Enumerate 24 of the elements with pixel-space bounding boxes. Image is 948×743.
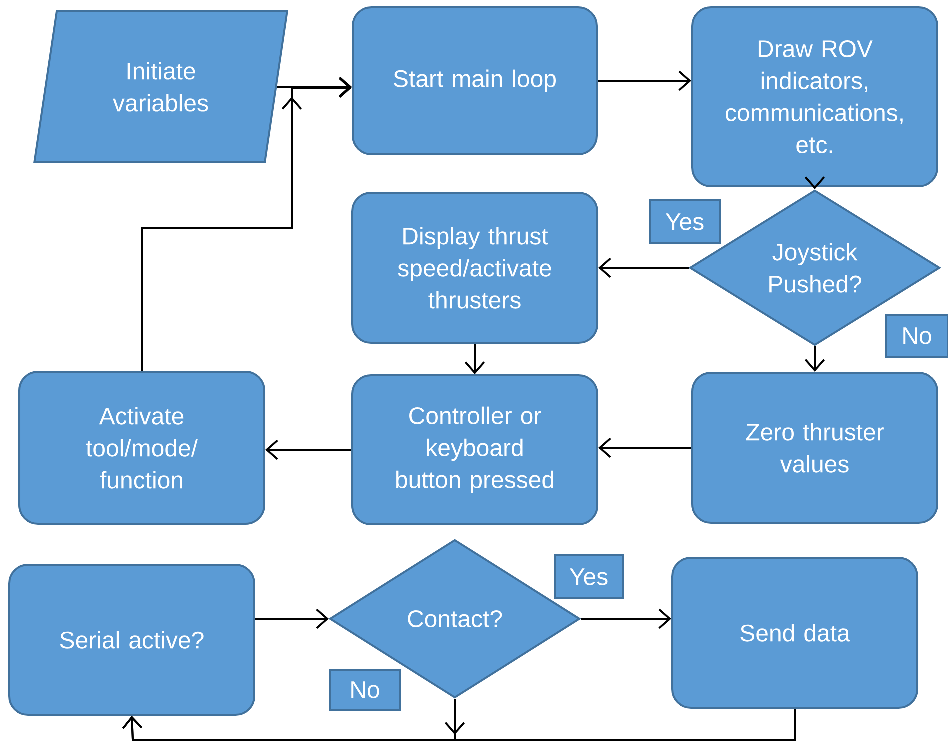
arrow (598, 258, 689, 278)
arrow (581, 608, 672, 630)
arrow (256, 608, 329, 630)
arrow (122, 709, 796, 741)
arrow (141, 78, 352, 371)
process-box: Start main loop (352, 6, 598, 156)
answer-tag: Yes (649, 200, 721, 244)
answer-tag: No (329, 669, 401, 711)
process-box: Controller or keyboard button pressed (352, 374, 598, 526)
arrow (598, 438, 692, 458)
process-box: Send data (672, 557, 918, 709)
process-box: Draw ROV indicators, communications, etc. (692, 6, 939, 188)
arrow (464, 344, 486, 374)
answer-tag: Yes (554, 554, 624, 600)
process-box: Zero thruster values (692, 372, 939, 524)
arrow (804, 346, 826, 372)
process-box: Activate tool/mode/ function (18, 371, 266, 525)
arrow (598, 70, 692, 92)
arrow (277, 76, 352, 98)
arrow (804, 176, 826, 190)
process-box: Serial active? (8, 564, 256, 716)
arrow (266, 440, 352, 460)
answer-tag: No (885, 314, 948, 358)
process-box: Display thrust speed/activate thrusters (352, 192, 598, 344)
